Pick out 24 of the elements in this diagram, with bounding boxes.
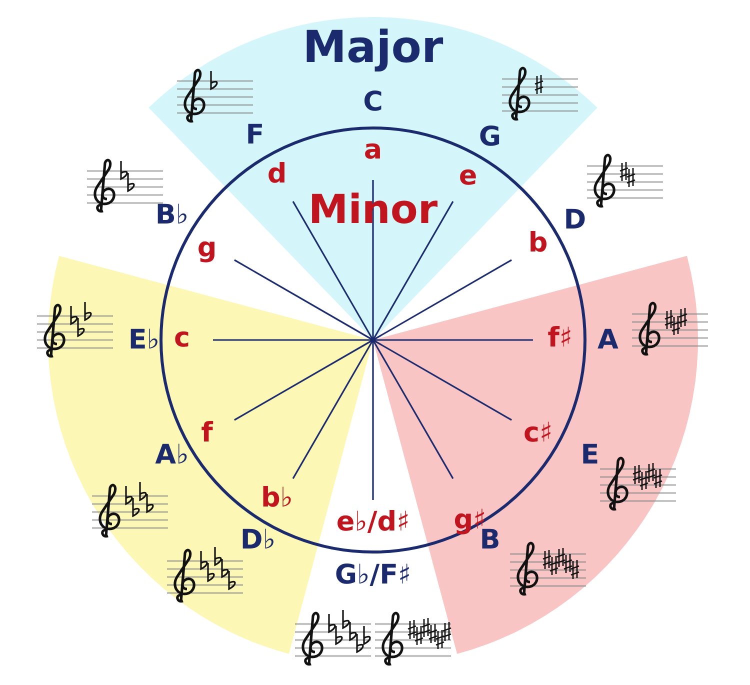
key-name: F (246, 122, 264, 148)
key-name: G♭/F♯ (334, 562, 412, 588)
key-name: b (528, 230, 548, 256)
heading: Major (302, 26, 444, 70)
key-name: A (598, 326, 618, 354)
key-name: c (174, 324, 190, 352)
key-name: a (364, 136, 382, 164)
key-name: d (267, 160, 287, 188)
key-name: A♭ (155, 442, 189, 468)
key-name: b♭ (260, 484, 294, 512)
key-name: f♯ (548, 324, 572, 352)
key-name: E♭ (128, 326, 160, 354)
key-name: e♭/d♯ (336, 508, 410, 536)
key-name: e (458, 162, 478, 190)
key-name: B♭ (155, 202, 189, 228)
key-name: D♭ (240, 526, 276, 554)
key-name: g (197, 234, 217, 262)
key-name: f (201, 420, 213, 446)
key-name: c♯ (523, 420, 553, 446)
key-name: B (480, 526, 500, 554)
key-name: E (580, 442, 600, 468)
key-name: D (564, 206, 586, 234)
key-name: C (363, 88, 383, 116)
key-name: G (478, 124, 502, 150)
